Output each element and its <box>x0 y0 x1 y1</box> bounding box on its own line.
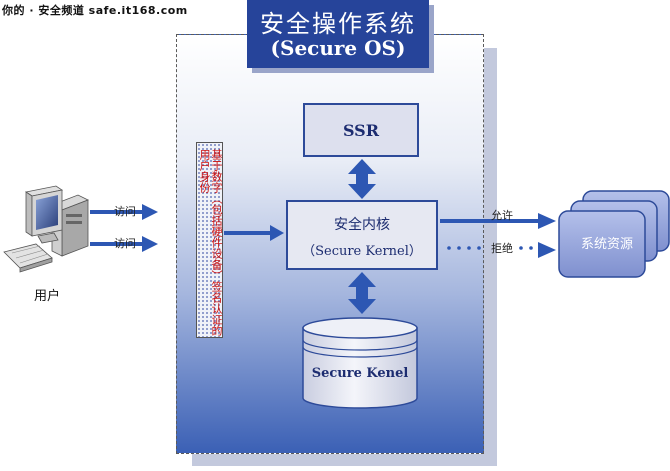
secure-kernel-box: 安全内核 （Secure Kernel） <box>286 200 438 270</box>
access-arrow-2 <box>90 236 158 252</box>
ssr-label: SSR <box>342 120 380 140</box>
title-chinese: 安全操作系统 <box>260 10 416 38</box>
system-resource-label: 系统资源 <box>580 237 633 252</box>
ssr-kernel-double-arrow <box>348 159 376 199</box>
access-label-1: 访问 <box>114 205 136 218</box>
user-label: 用户 <box>34 289 61 304</box>
secure-os-title: 安全操作系统 (Secure OS) <box>247 0 429 68</box>
system-resource-stack <box>558 190 670 278</box>
allow-arrow <box>440 213 556 229</box>
kernel-label-chinese: 安全内核 <box>334 217 390 233</box>
user-computer-icon <box>3 185 89 273</box>
secure-kenel-database <box>302 317 418 409</box>
deny-arrow <box>447 242 556 258</box>
deny-label: 拒绝 <box>491 242 513 255</box>
title-english: (Secure OS) <box>270 36 406 60</box>
database-label: Secure Kenel <box>311 366 409 381</box>
auth-identity-text: 基于数字（包括硬件设备）签名认证的用户身份 <box>198 149 223 336</box>
auth-identity-box: 基于数字（包括硬件设备）签名认证的用户身份 <box>196 142 223 338</box>
access-label-2: 访问 <box>114 237 136 250</box>
allow-label: 允许 <box>491 209 513 222</box>
kernel-label-english: （Secure Kernel） <box>302 244 422 259</box>
auth-to-kernel-arrow <box>224 225 284 241</box>
ssr-box: SSR <box>303 103 419 157</box>
kernel-db-double-arrow <box>348 272 376 314</box>
access-arrow-1 <box>90 204 158 220</box>
watermark: 你的 · 安全频道 safe.it168.com <box>2 4 188 17</box>
